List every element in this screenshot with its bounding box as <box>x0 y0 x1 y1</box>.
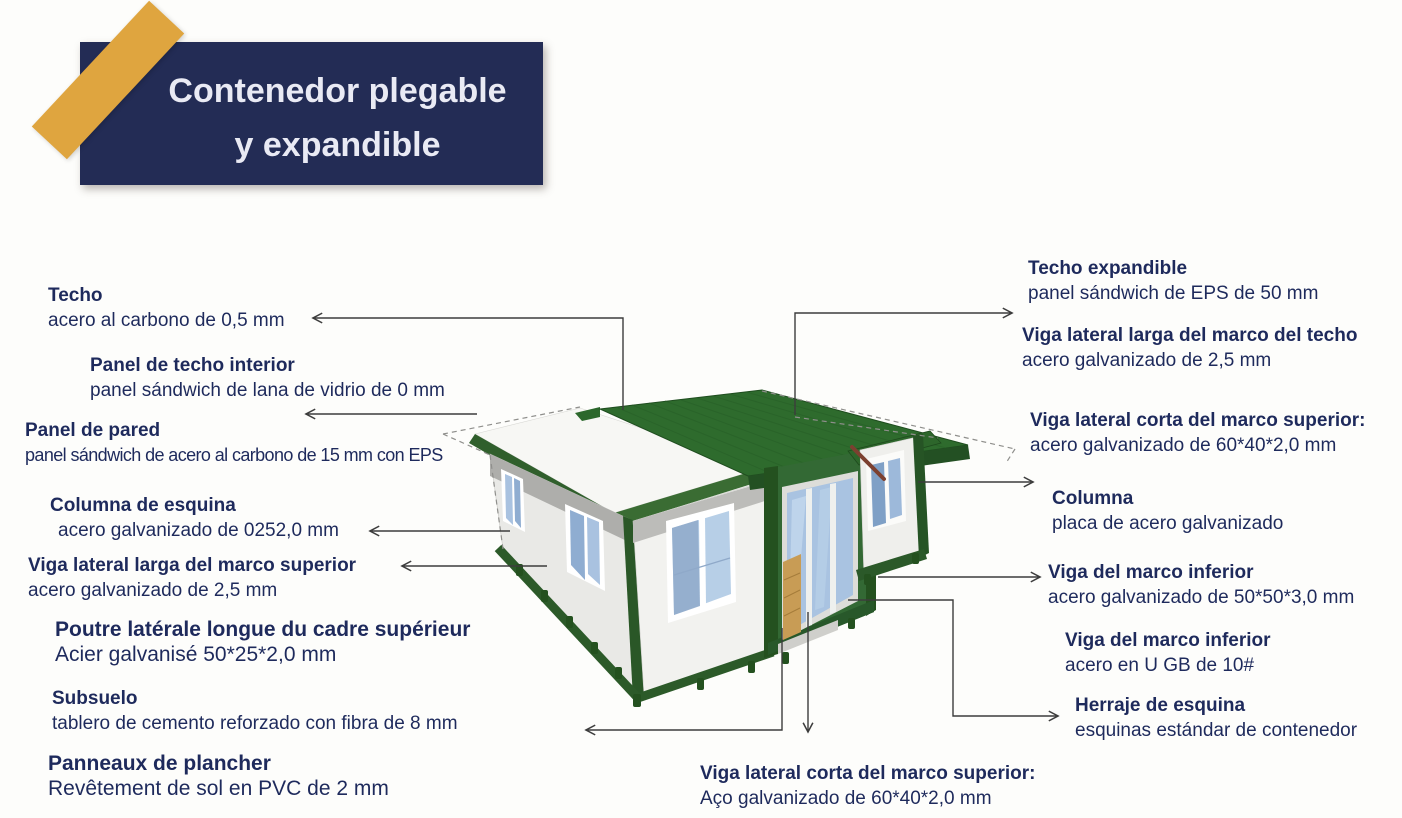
right-wing-skirt <box>856 549 927 581</box>
window-mullion <box>699 517 706 607</box>
window-glass <box>888 458 902 519</box>
window-glass <box>672 520 700 615</box>
door-mullion <box>806 488 812 627</box>
label-title: Techo <box>48 285 103 306</box>
window-glass <box>587 517 600 585</box>
label-desc: panel sándwich de EPS de 50 mm <box>1028 283 1319 304</box>
label-viga-corta-superior-bottom: Viga lateral corta del marco superior: A… <box>700 761 1035 811</box>
leader-subsuelo <box>584 628 783 736</box>
label-title: Columna de esquina <box>50 495 236 516</box>
leader-herraje-esquina <box>848 599 1060 722</box>
label-desc: tablero de cemento reforzado con fibra d… <box>52 713 458 734</box>
window-glass <box>570 510 585 580</box>
label-title: Columna <box>1052 488 1134 509</box>
label-title: Viga lateral larga del marco superior <box>28 555 357 576</box>
label-herraje-esquina: Herraje de esquina esquinas estándar de … <box>1075 693 1357 743</box>
base-skirt <box>636 647 775 703</box>
label-title: Viga lateral corta del marco superior: <box>700 763 1036 784</box>
label-columna-esquina: Columna de esquina acero galvanizado de … <box>50 493 339 543</box>
label-title: Techo expandible <box>1028 258 1188 279</box>
label-title: Viga lateral corta del marco superior: <box>1030 410 1366 431</box>
label-desc: panel sándwich de acero al carbono de 15… <box>25 445 443 465</box>
label-panel-de-pared: Panel de pared panel sándwich de acero a… <box>25 418 443 468</box>
label-desc: acero al carbono de 0,5 mm <box>48 310 285 331</box>
module-post-left <box>764 466 778 658</box>
leader-techo <box>311 312 624 410</box>
label-desc: panel sándwich de lana de vidrio de 0 mm <box>90 380 445 401</box>
window-glass <box>514 478 521 528</box>
label-techo-expandible: Techo expandible panel sándwich de EPS d… <box>1028 256 1318 306</box>
roof-tab <box>575 407 600 421</box>
label-desc: acero galvanizado de 2,5 mm <box>1022 350 1272 371</box>
wood-panel <box>783 554 801 640</box>
label-viga-larga-techo: Viga lateral larga del marco del techo a… <box>1022 323 1357 373</box>
label-desc: Acier galvanisé 50*25*2,0 mm <box>55 643 337 666</box>
label-desc: acero galvanizado de 50*50*3,0 mm <box>1048 587 1355 608</box>
label-poutre-laterale: Poutre latérale longue du cadre supérieu… <box>55 617 470 667</box>
label-viga-corta-superior: Viga lateral corta del marco superior: a… <box>1030 408 1365 458</box>
door-glass-reflection <box>815 487 832 610</box>
leader-techo-expandible <box>794 307 1014 415</box>
fold-brace <box>850 445 886 481</box>
label-title: Herraje de esquina <box>1075 695 1246 716</box>
label-viga-marco-inferior-1: Viga del marco inferior acero galvanizad… <box>1048 560 1354 610</box>
label-panel-techo-interior: Panel de techo interior panel sándwich d… <box>90 353 445 403</box>
label-desc: esquinas estándar de contenedor <box>1075 720 1358 741</box>
label-techo: Techo acero al carbono de 0,5 mm <box>48 283 285 333</box>
label-desc: acero galvanizado de 2,5 mm <box>28 580 278 601</box>
title-banner: Contenedor plegable y expandible <box>80 42 543 185</box>
label-desc: acero galvanizado de 0252,0 mm <box>58 520 339 541</box>
label-title: Viga lateral larga del marco del techo <box>1022 325 1358 346</box>
label-title: Poutre latérale longue du cadre supérieu… <box>55 618 471 641</box>
banner-title-line1: Contenedor plegable <box>168 72 507 110</box>
label-desc: Revêtement de sol en PVC de 2 mm <box>48 777 389 800</box>
label-subsuelo: Subsuelo tablero de cemento reforzado co… <box>52 686 458 736</box>
wood-grain <box>783 572 801 617</box>
folded-outline-dashed <box>442 390 1016 550</box>
label-viga-marco-inferior-2: Viga del marco inferior acero en U GB de… <box>1065 628 1271 678</box>
leader-lines <box>304 307 1060 736</box>
label-desc: placa de acero galvanizado <box>1052 513 1284 534</box>
right-wing-post <box>913 434 929 558</box>
label-title: Subsuelo <box>52 688 138 709</box>
label-title: Viga del marco inferior <box>1065 630 1271 651</box>
window-glass <box>505 474 513 525</box>
banner-title-line2: y expandible <box>234 126 441 164</box>
house-3d <box>469 389 970 707</box>
label-panneaux-plancher: Panneaux de plancher Revêtement de sol e… <box>48 751 389 801</box>
label-title: Panel de techo interior <box>90 355 295 376</box>
label-title: Panneaux de plancher <box>48 752 271 775</box>
corner-column <box>623 516 646 699</box>
label-viga-larga-superior: Viga lateral larga del marco superior ac… <box>28 553 356 603</box>
left-roof-fascia-front <box>614 468 768 525</box>
label-desc: Aço galvanizado de 60*40*2,0 mm <box>700 788 992 809</box>
window-detail <box>673 557 731 576</box>
label-title: Panel de pared <box>25 420 161 441</box>
label-desc: acero galvanizado de 60*40*2,0 mm <box>1030 435 1337 456</box>
support-feet <box>516 553 919 707</box>
door-mullion <box>830 483 836 614</box>
label-desc: acero en U GB de 10# <box>1065 655 1255 676</box>
label-title: Viga del marco inferior <box>1048 562 1254 583</box>
label-columna: Columna placa de acero galvanizado <box>1052 486 1283 536</box>
roof-corrugation <box>615 391 947 474</box>
